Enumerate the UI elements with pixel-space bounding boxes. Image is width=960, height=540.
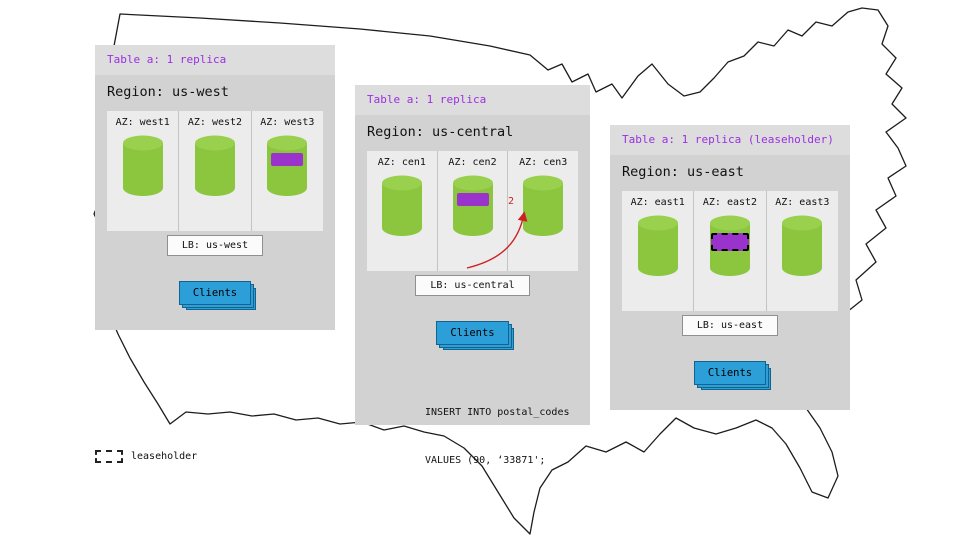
az-label: AZ: east3 [775,197,830,208]
clients-button[interactable]: Clients [693,361,767,385]
az-cell: AZ: east2 [693,191,765,311]
az-label: AZ: cen1 [377,157,426,168]
az-cell: AZ: east3 [765,191,838,311]
clients-row: Clients [95,281,335,305]
az-cell: AZ: west2 [178,111,250,231]
az-cell: AZ: cen3 [507,151,578,271]
az-container: AZ: west1 AZ: west2 AZ: west3 [107,111,323,231]
region-body-us-east: Region: us-east AZ: east1 AZ: east2 AZ: … [610,155,850,410]
region-panel-us-east: Table a: 1 replica (leaseholder) Region:… [610,125,850,410]
legend: leaseholder [95,450,197,463]
clients-button[interactable]: Clients [178,281,252,305]
az-label: AZ: east2 [702,197,758,208]
database-cylinder-icon [637,215,678,276]
replica-marker [456,193,489,206]
az-cell: AZ: cen2 [436,151,508,271]
region-title: Region: us-central [367,124,514,140]
lb-row: LB: us-central [355,273,590,296]
database-cylinder-icon [122,135,163,196]
az-container: AZ: cen1 AZ: cen2 AZ: cen3 [367,151,578,271]
az-label: AZ: cen2 [448,157,497,168]
az-cell: AZ: west1 [107,111,178,231]
az-cell: AZ: west3 [250,111,323,231]
region-title: Region: us-west [107,84,229,100]
insert-statement: INSERT INTO postal_codes VALUES (90, ‘33… [425,373,570,501]
database-cylinder-icon [267,135,308,196]
az-cell: AZ: east1 [622,191,693,311]
replica-marker [271,153,304,166]
az-label: AZ: west3 [260,117,315,128]
leaseholder-marker [710,233,749,251]
az-label: AZ: east1 [630,197,685,208]
database-cylinder-icon [782,215,823,276]
region-panel-us-central: Table a: 1 replica Region: us-central AZ… [355,85,590,466]
table-replica-label: Table a: 1 replica [355,85,590,115]
insert-statement-line1: INSERT INTO postal_codes [425,407,570,418]
az-label: AZ: west1 [115,117,170,128]
az-cell: AZ: cen1 [367,151,437,271]
table-replica-label: Table a: 1 replica [95,45,335,75]
insert-statement-line2: VALUES (90, ‘33871'; [425,455,546,466]
database-cylinder-icon [194,135,235,196]
clients-button[interactable]: Clients [436,321,509,345]
database-cylinder-icon [452,175,493,236]
az-label: AZ: cen3 [519,157,568,168]
clients-row: Clients [610,361,850,385]
az-container: AZ: east1 AZ: east2 AZ: east3 [622,191,838,311]
clients-row: Clients [355,321,590,345]
leaseholder-swatch-icon [95,450,123,463]
region-body-us-central: Region: us-central AZ: cen1 AZ: cen2 AZ:… [355,115,590,466]
legend-label: leaseholder [131,451,198,462]
lb-row: LB: us-east [610,313,850,336]
load-balancer-box: LB: us-west [166,235,264,256]
az-label: AZ: west2 [187,117,243,128]
table-replica-label: Table a: 1 replica (leaseholder) [610,125,850,155]
load-balancer-box: LB: us-central [415,275,530,296]
lb-row: LB: us-west [95,233,335,256]
database-cylinder-icon [523,175,564,236]
database-cylinder-icon [381,175,422,236]
load-balancer-box: LB: us-east [681,315,779,336]
region-panel-us-west: Table a: 1 replica Region: us-west AZ: w… [95,45,335,330]
region-body-us-west: Region: us-west AZ: west1 AZ: west2 AZ: … [95,75,335,330]
region-title: Region: us-east [622,164,744,180]
